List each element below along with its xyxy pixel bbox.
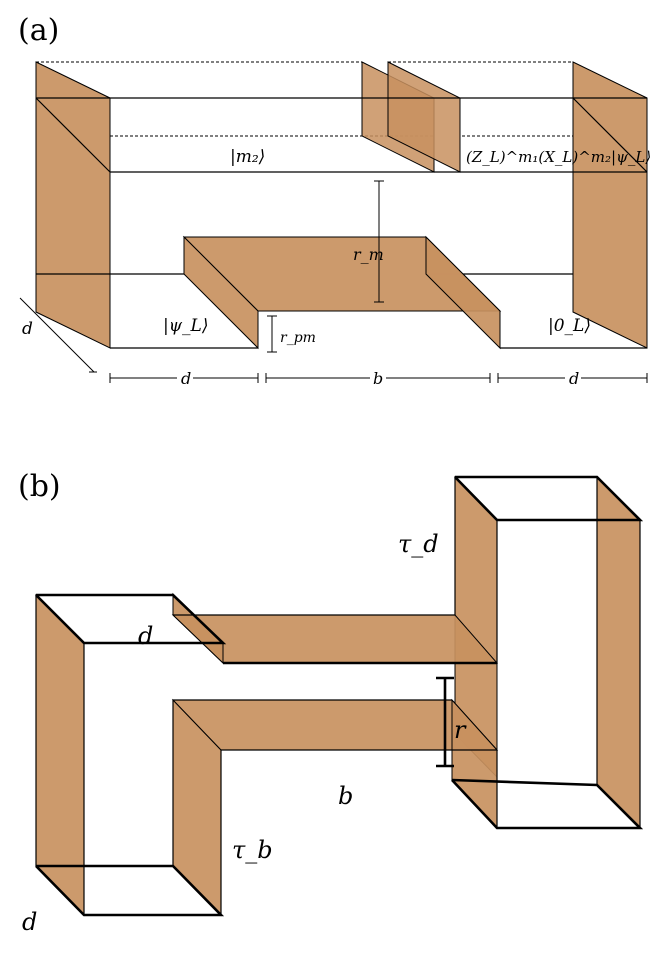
bridge-right-end xyxy=(425,235,501,350)
b-label: b xyxy=(338,782,353,810)
panel-b-label: (b) xyxy=(18,469,61,504)
left-box-bottom-outline xyxy=(35,864,225,917)
ket-m2: |m₂⟩ xyxy=(230,147,265,167)
left-diag-edge xyxy=(35,97,111,173)
panel-a-label: (a) xyxy=(18,13,59,48)
d-top-label: d xyxy=(138,622,153,650)
depth-label: d xyxy=(22,319,33,339)
d-bottom-label: d xyxy=(22,908,37,936)
ket-zero: |0_L⟩ xyxy=(548,316,591,336)
panel-b: (b) xyxy=(18,469,644,936)
panel-a: (a) |m₂⟩ (Z_L)^m₁(X_L)^m₂ xyxy=(18,13,651,388)
dim-left-gap xyxy=(177,366,193,384)
rm-label: r_m xyxy=(353,245,384,264)
right-box-right-face xyxy=(596,475,641,830)
depth-dimension-line xyxy=(19,297,95,373)
rpm-label: r_pm xyxy=(280,330,316,346)
dim-mid-gap xyxy=(370,366,386,384)
right-box-bottom-outline xyxy=(451,778,644,830)
ket-output: (Z_L)^m₁(X_L)^m₂|ψ_L⟩ xyxy=(466,148,651,166)
bridge-left-end xyxy=(183,235,259,350)
lower-arm-face xyxy=(171,699,499,751)
r-label: r xyxy=(454,716,467,744)
dim-right-label: d xyxy=(569,369,579,388)
left-cap-face xyxy=(35,61,111,349)
dim-right-gap xyxy=(565,366,581,384)
tau-b-label: τ_b xyxy=(232,836,273,864)
dim-left-label: d xyxy=(181,369,191,388)
tau-d-label: τ_d xyxy=(398,530,439,558)
left-box-top-outline xyxy=(35,593,227,645)
right-cap-face xyxy=(572,61,648,349)
dim-mid-label: b xyxy=(373,369,383,388)
right-diag-edge xyxy=(572,97,648,173)
ket-psi: |ψ_L⟩ xyxy=(163,316,208,336)
